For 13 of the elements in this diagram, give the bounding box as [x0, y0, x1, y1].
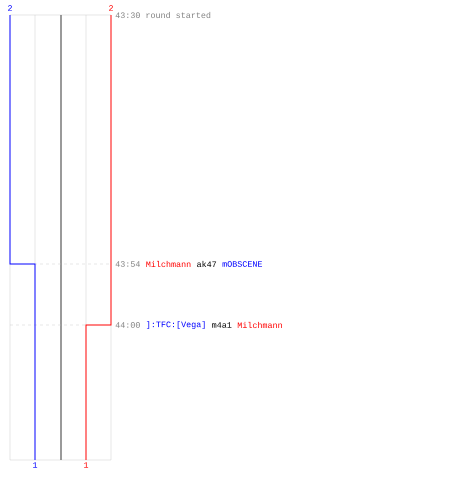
team-count-label: 1 [33, 462, 38, 468]
time-label: 44:00 [116, 322, 140, 328]
team-count-label: 2 [109, 5, 113, 11]
player-name: ]:TFC:[Vega] [146, 321, 205, 329]
team-count-label: 1 [84, 462, 88, 468]
player-name: mOBSCENE [222, 261, 262, 267]
time-label: 43:54 [116, 261, 140, 267]
player-name: Milchmann [238, 322, 282, 328]
weapon-name: m4a1 [212, 322, 232, 328]
event-text: 43:30 round started [116, 12, 210, 18]
team-count-label: 2 [8, 5, 12, 11]
player-name: Milchmann [146, 260, 190, 268]
weapon-name: ak47 [197, 260, 216, 268]
